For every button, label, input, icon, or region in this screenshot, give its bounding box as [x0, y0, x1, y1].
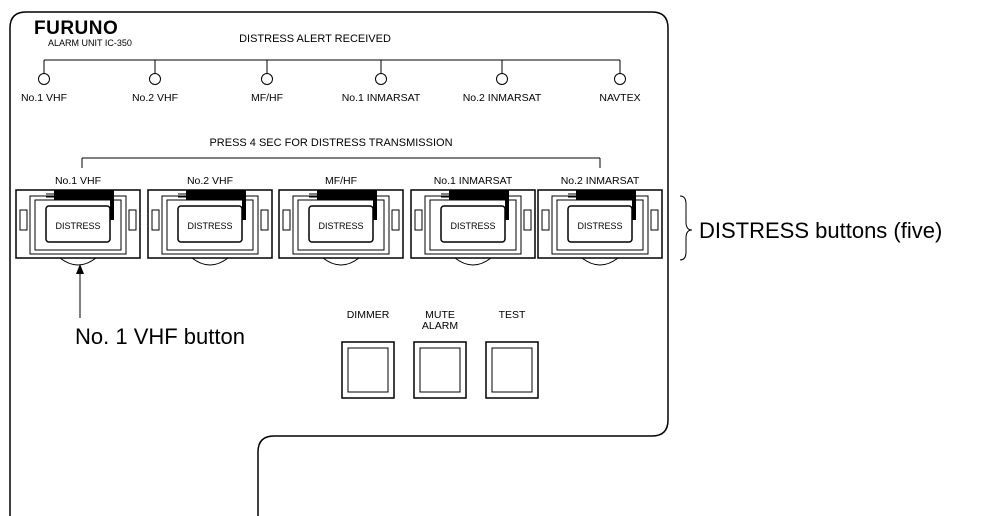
lamp-label: No.1 INMARSAT: [342, 92, 421, 104]
distress-button[interactable]: No.2 INMARSAT DISTRESS: [537, 175, 663, 266]
distress-key-label: DISTRESS: [450, 221, 495, 231]
distress-button[interactable]: No.1 VHF DISTRESS: [15, 175, 141, 266]
brace-icon: [679, 195, 693, 261]
cover-latch: [54, 190, 114, 200]
alert-lamp: NAVTEX: [599, 73, 641, 104]
control-button[interactable]: DIMMER: [341, 309, 395, 399]
distress-button-row: No.1 VHF DISTRESS No.2 VHF DISTRESS MF/HF DIS…: [15, 175, 663, 266]
control-key-inner[interactable]: [347, 347, 389, 393]
cover-pin: [505, 200, 509, 220]
right-tab: [128, 209, 137, 231]
distress-key[interactable]: [308, 205, 374, 243]
left-tab: [19, 209, 28, 231]
left-tab: [151, 209, 160, 231]
distress-channel-label: No.2 VHF: [187, 175, 233, 187]
cover-latch: [576, 190, 636, 200]
cover-pin: [632, 200, 636, 220]
control-label: MUTE: [425, 309, 455, 321]
cover-pin: [110, 200, 114, 220]
brand-logo: FURUNO: [34, 18, 118, 39]
distress-button[interactable]: MF/HF DISTRESS: [278, 175, 404, 266]
press-header: PRESS 4 SEC FOR DISTRESS TRANSMISSION: [209, 137, 452, 149]
arrow-up-icon: [76, 264, 84, 274]
panel-outline: [9, 11, 669, 516]
distress-button[interactable]: No.2 VHF DISTRESS: [147, 175, 273, 266]
distress-key-label: DISTRESS: [187, 221, 232, 231]
lamp-indicator-icon: [375, 73, 387, 85]
alert-lamp: No.2 VHF: [132, 73, 178, 104]
control-button[interactable]: TEST: [485, 309, 539, 399]
control-label: DIMMER: [347, 309, 390, 321]
cover-latch: [186, 190, 246, 200]
control-label: TEST: [499, 309, 526, 321]
distress-key[interactable]: [177, 205, 243, 243]
alert-lamp: No.1 INMARSAT: [342, 73, 421, 104]
cover-hinge: [322, 257, 360, 266]
distress-key-label: DISTRESS: [55, 221, 100, 231]
lamp-label: NAVTEX: [599, 92, 640, 104]
cover-hinge: [191, 257, 229, 266]
control-label-line2: ALARM: [422, 320, 458, 332]
distress-key-label: DISTRESS: [577, 221, 622, 231]
cover-latch: [449, 190, 509, 200]
distress-key[interactable]: [567, 205, 633, 243]
cover-latch: [317, 190, 377, 200]
lamp-indicator-icon: [38, 73, 50, 85]
cover-pin: [242, 200, 246, 220]
lamp-indicator-icon: [149, 73, 161, 85]
distress-button[interactable]: No.1 INMARSAT DISTRESS: [410, 175, 536, 266]
right-tab: [260, 209, 269, 231]
lamp-indicator-icon: [261, 73, 273, 85]
alert-lamp: No.2 INMARSAT: [463, 73, 542, 104]
cover-hinge: [454, 257, 492, 266]
lamp-indicator-icon: [496, 73, 508, 85]
left-tab: [541, 209, 550, 231]
press-bracket: [81, 157, 601, 168]
alert-lamp: MF/HF: [251, 73, 283, 104]
alert-lamp: No.1 VHF: [21, 73, 67, 104]
left-tab: [414, 209, 423, 231]
right-tab: [523, 209, 532, 231]
distress-channel-label: No.2 INMARSAT: [561, 175, 640, 187]
alert-header: DISTRESS ALERT RECEIVED: [239, 33, 391, 45]
lamp-label: No.2 VHF: [132, 92, 178, 104]
cover-hinge: [581, 257, 619, 266]
distress-buttons-callout: DISTRESS buttons (five): [699, 218, 942, 243]
right-tab: [650, 209, 659, 231]
vhf-button-callout: No. 1 VHF button: [75, 324, 245, 349]
lamp-indicator-icon: [614, 73, 626, 85]
cover-pin: [373, 200, 377, 220]
distress-key[interactable]: [45, 205, 111, 243]
lamp-label: No.2 INMARSAT: [463, 92, 542, 104]
control-key-inner[interactable]: [419, 347, 461, 393]
cover-hinge: [59, 257, 97, 266]
lamp-label: No.1 VHF: [21, 92, 67, 104]
distress-channel-label: No.1 INMARSAT: [434, 175, 513, 187]
distress-channel-label: No.1 VHF: [55, 175, 101, 187]
distress-key[interactable]: [440, 205, 506, 243]
left-tab: [282, 209, 291, 231]
lamp-bracket: [43, 59, 621, 74]
control-key-inner[interactable]: [491, 347, 533, 393]
model-label: ALARM UNIT IC-350: [48, 38, 132, 48]
distress-key-label: DISTRESS: [318, 221, 363, 231]
alert-lamps: No.1 VHF No.2 VHF MF/HF No.1 INMARSAT No.2 I…: [21, 73, 641, 104]
lamp-label: MF/HF: [251, 92, 283, 104]
right-tab: [391, 209, 400, 231]
distress-channel-label: MF/HF: [325, 175, 357, 187]
